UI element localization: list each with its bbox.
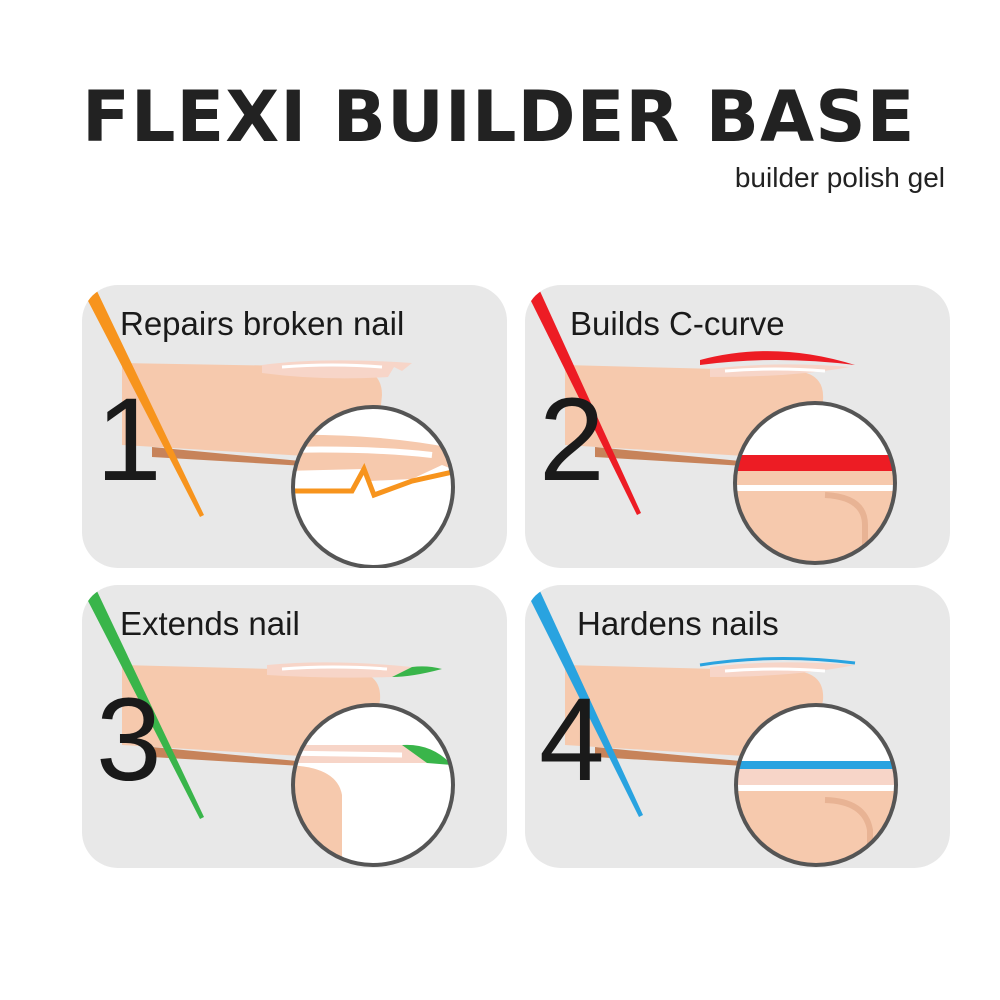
repair-illustration [86, 289, 455, 568]
extend-illustration [86, 589, 455, 867]
page-title: FLEXI BUILDER BASE [82, 76, 916, 158]
card-label: Extends nail [120, 605, 300, 642]
step-number: 3 [96, 674, 162, 806]
card-label: Hardens nails [577, 605, 779, 642]
card-builds-c-curve: 2 Builds C-curve [525, 285, 950, 568]
c-curve-illustration [529, 289, 897, 565]
card-hardens-nails: 4 Hardens nails [525, 585, 950, 868]
card-extends-nail: 3 Extends nail [82, 585, 507, 868]
step-number: 2 [539, 374, 605, 506]
card-label: Repairs broken nail [120, 305, 405, 342]
harden-illustration [529, 589, 898, 867]
card-label: Builds C-curve [570, 305, 785, 342]
page-subtitle: builder polish gel [734, 162, 945, 193]
step-number: 4 [539, 674, 605, 806]
step-number: 1 [96, 374, 162, 506]
card-repairs-broken-nail: 1 Repairs broken nail [82, 285, 507, 568]
